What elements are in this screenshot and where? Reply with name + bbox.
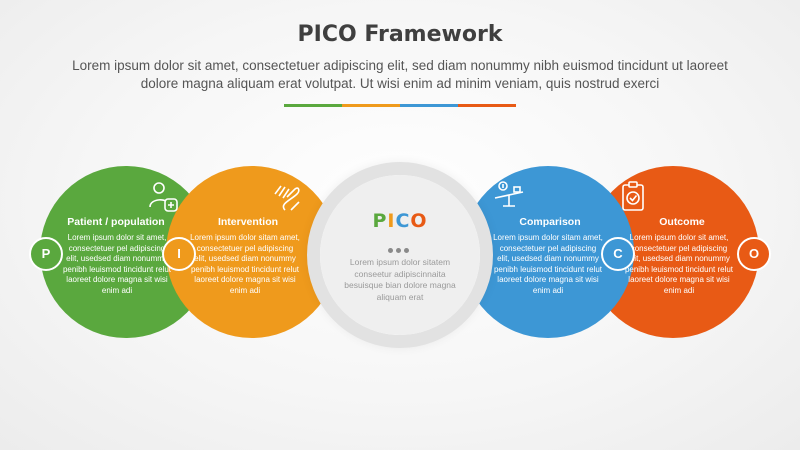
center-pico-word: PICO <box>320 210 480 232</box>
patient-description: Lorem ipsum dolor sit amet, consectetuer… <box>62 233 172 295</box>
divider-green <box>284 104 342 107</box>
outcome-description: Lorem ipsum dolor sit amet, consectetuer… <box>624 233 734 295</box>
divider-orange <box>342 104 400 107</box>
badge-i: I <box>162 237 196 271</box>
badge-c: C <box>601 237 635 271</box>
center-letter-i: I <box>387 210 396 232</box>
divider-blue <box>400 104 458 107</box>
badge-o: O <box>737 237 771 271</box>
intervention-hands-icon <box>271 180 303 217</box>
intervention-description: Lorem ipsum dolor sitam amet, consectetu… <box>190 233 300 295</box>
center-dots <box>388 240 412 253</box>
center-letter-p: P <box>372 210 388 232</box>
center-letter-o: O <box>410 210 428 232</box>
patient-add-icon <box>147 180 179 217</box>
center-letter-c: C <box>395 210 411 232</box>
page-title: PICO Framework <box>297 22 503 47</box>
comparison-label: Comparison <box>519 216 581 228</box>
patient-label: Patient / population <box>67 216 165 228</box>
center-disc <box>320 175 480 335</box>
divider-red <box>458 104 516 107</box>
page-subtitle: Lorem ipsum dolor sit amet, consectetuer… <box>72 58 728 91</box>
badge-p: P <box>29 237 63 271</box>
outcome-label: Outcome <box>659 216 705 228</box>
clipboard-check-icon <box>617 180 649 217</box>
intervention-label: Intervention <box>217 216 279 228</box>
comparison-description: Lorem ipsum dolor sitam amet, consectetu… <box>493 233 603 295</box>
center-description: Lorem ipsum dolor sitatem conseetur adip… <box>344 257 456 302</box>
balance-scale-icon <box>493 179 525 216</box>
